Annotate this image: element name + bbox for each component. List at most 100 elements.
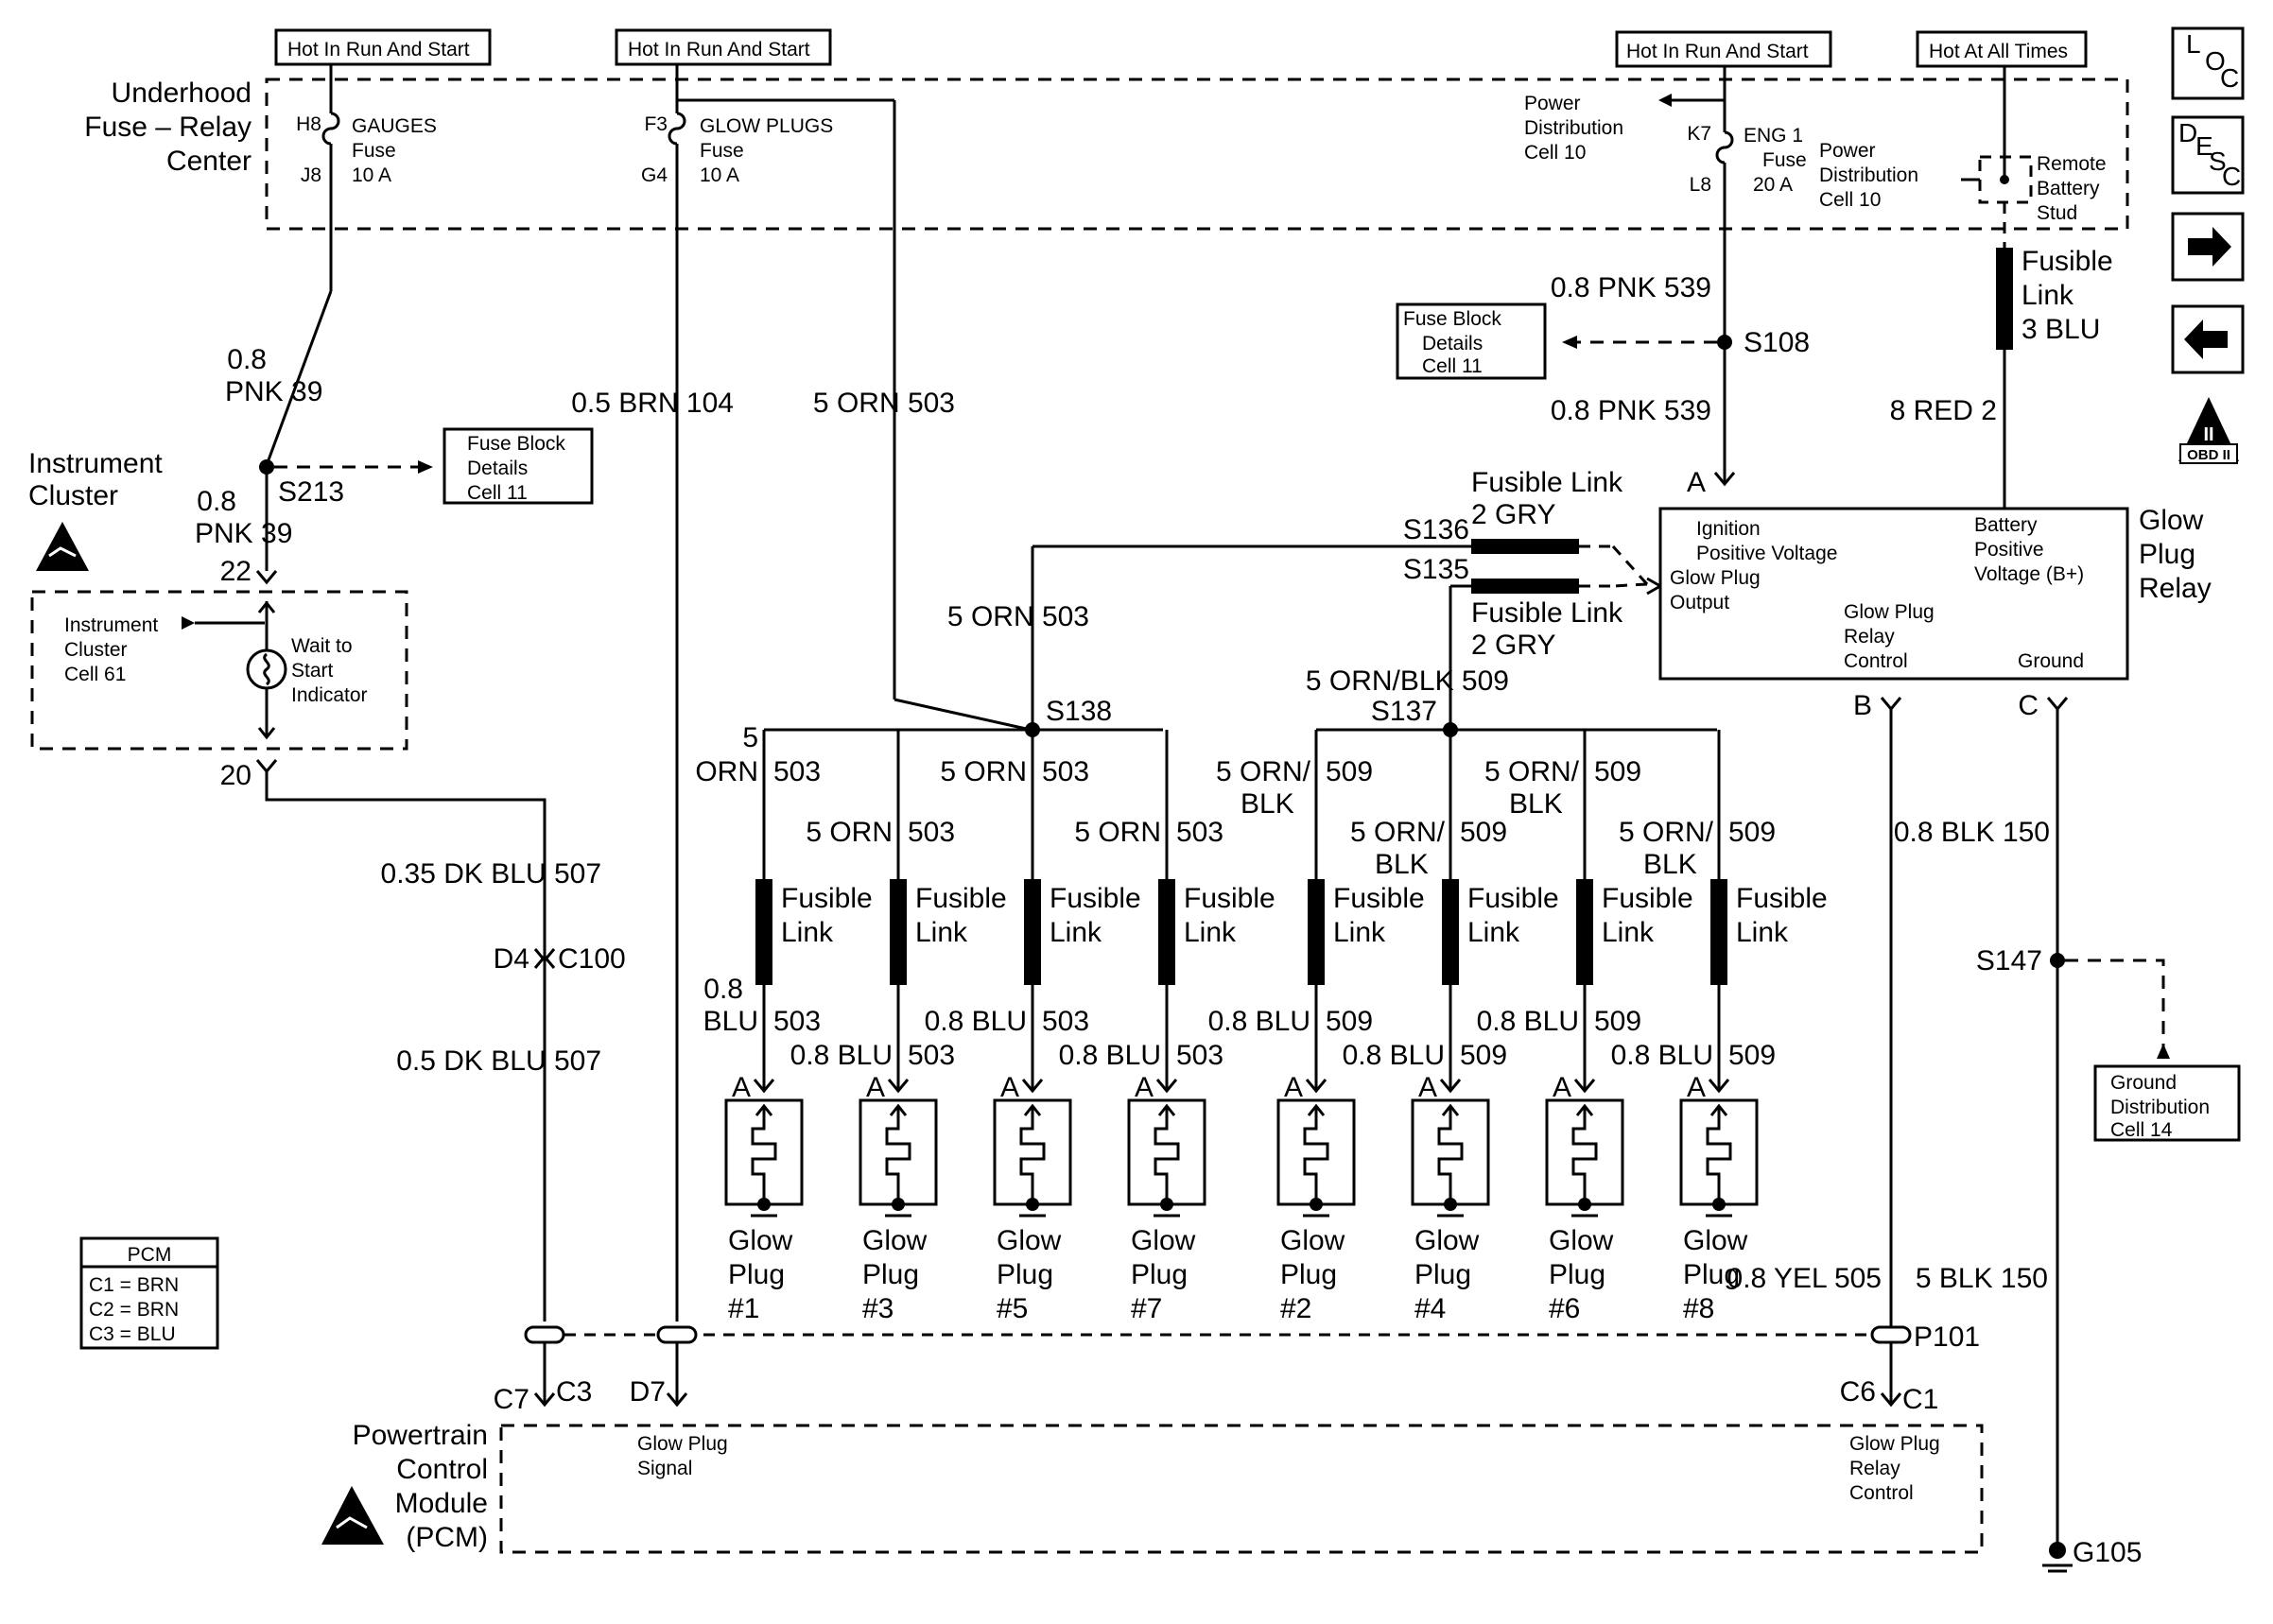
branch-fl-label1-1: Fusible — [781, 883, 873, 914]
glow-plug-label1-1: Glow — [728, 1225, 793, 1256]
glow-plug-label1-2: Glow — [862, 1225, 928, 1256]
fuse-glowplugs-g4: G4 — [641, 164, 668, 186]
branch-bot-color-7: 0.8 BLU — [1477, 1006, 1579, 1037]
pcm-pin-d7: D7 — [630, 1376, 666, 1408]
glow-plug-ground-8 — [1712, 1198, 1726, 1211]
pcm-ctl-1: Glow Plug — [1849, 1433, 1940, 1455]
glow-plug-label3-2: #3 — [862, 1293, 894, 1324]
underhood-label-1: Underhood — [112, 78, 252, 109]
svg-text:S: S — [2209, 147, 2227, 176]
branch-bot-color-8: 0.8 BLU — [1611, 1040, 1713, 1071]
branch-fl-label1-3: Fusible — [1050, 883, 1141, 914]
glow-plug-arrow-5 — [1307, 1103, 1326, 1116]
branch-pin-2 — [887, 1079, 910, 1094]
branch-top-color-4: 5 ORN — [1074, 817, 1161, 848]
glow-plug-element-1 — [751, 1108, 777, 1202]
branch-fl-label1-4: Fusible — [1184, 883, 1275, 914]
branch-bot-color-4: 0.8 BLU — [1059, 1040, 1161, 1071]
desc-icon[interactable]: D E S C — [2171, 115, 2245, 195]
fuse-eng1-symbol — [1715, 130, 1734, 164]
branch-fusible-link-4 — [1158, 879, 1175, 985]
pcm-pin-c6: C6 — [1840, 1376, 1876, 1408]
pcm-sig-1: Glow Plug — [637, 1433, 728, 1455]
relay-ctl-2: Relay — [1844, 626, 1895, 648]
branch-top-num-1: 503 — [773, 756, 821, 787]
connector-d4: D4 — [494, 943, 529, 975]
relay-title-2: Plug — [2139, 539, 2195, 570]
svg-text:C: C — [2222, 162, 2241, 191]
ground-distribution-cell14[interactable] — [2093, 1064, 2241, 1142]
previous-arrow-icon[interactable] — [2171, 304, 2245, 374]
pcm-pin-c7: C7 — [494, 1384, 529, 1415]
esd-warning-icon-pcm — [321, 1486, 384, 1545]
pcm-ctl-2: Relay — [1849, 1458, 1900, 1479]
branch-bot-color-2: 0.8 BLU — [790, 1040, 893, 1071]
wire-label-503-top: 5 ORN 503 — [813, 388, 955, 419]
loc-icon[interactable]: L O C — [2171, 26, 2245, 100]
relay-bat-3: Voltage (B+) — [1974, 563, 2084, 585]
relay-bat-2: Positive — [1974, 539, 2044, 561]
fbd11a-3: Cell 11 — [1422, 355, 1483, 377]
branch-pin-label-8: A — [1687, 1072, 1706, 1103]
glow-plug-element-7 — [1571, 1108, 1598, 1202]
relay-ign-1: Ignition — [1696, 518, 1761, 540]
fbd11a-1: Fuse Block — [1403, 308, 1501, 330]
pcm-pin-c3: C3 — [556, 1376, 592, 1408]
svg-text:L: L — [2186, 29, 2201, 59]
branch-bot-color2-1: BLU — [703, 1006, 758, 1037]
fuse-eng1-l8: L8 — [1690, 174, 1711, 196]
hot-box-gauges — [274, 28, 492, 66]
glow-plug-label1-8: Glow — [1683, 1225, 1748, 1256]
wire-label-509-mid: 5 ORN/BLK 509 — [1306, 665, 1509, 697]
wire-label-39a-2: PNK 39 — [225, 376, 322, 407]
fbd11b-2: Details — [467, 458, 528, 479]
branch-top-num-7: 509 — [1594, 756, 1641, 787]
branch-fl-label2-8: Link — [1736, 917, 1789, 948]
branch-top-color2-5: BLK — [1241, 788, 1294, 820]
branch-pin-4 — [1155, 1079, 1178, 1094]
branch-top-color2-8: BLK — [1643, 849, 1697, 880]
branch-top-color-8: 5 ORN/ — [1619, 817, 1714, 848]
connector-p101-symbols — [524, 1325, 1912, 1344]
branch-fl-label1-2: Fusible — [915, 883, 1007, 914]
branch-fusible-link-1 — [755, 879, 772, 985]
fuse-block-details-cell11-b[interactable] — [442, 427, 594, 505]
pcm-ctl-3: Control — [1849, 1482, 1914, 1504]
branch-top-color-3: 5 ORN — [940, 756, 1027, 787]
icc61-3: Cell 61 — [64, 664, 126, 685]
branch-top-num-8: 509 — [1728, 817, 1776, 848]
fbd11a-2: Details — [1422, 333, 1483, 354]
gdc14-2: Distribution — [2110, 1097, 2210, 1118]
glow-plug-arrow-7 — [1575, 1103, 1594, 1116]
branch-pin-label-4: A — [1135, 1072, 1154, 1103]
branch-fusible-link-5 — [1308, 879, 1325, 985]
relay-pin-c: C — [2018, 690, 2039, 721]
instrument-cluster-label-1: Instrument — [28, 448, 163, 479]
next-arrow-icon[interactable] — [2171, 212, 2245, 282]
glow-plug-element-4 — [1154, 1108, 1180, 1202]
glow-plug-arrow-8 — [1709, 1103, 1728, 1116]
splice-s147 — [2050, 953, 2065, 968]
hot-box-battery — [1916, 30, 2088, 68]
hot-label-gauges: Hot In Run And Start — [287, 39, 470, 60]
fusible-link-3blu-1: Fusible — [2021, 246, 2113, 277]
wts-3: Indicator — [291, 684, 368, 706]
fl2gry-b-2: 2 GRY — [1471, 630, 1556, 661]
relay-out-2: Output — [1670, 592, 1729, 613]
branch-bot-num-8: 509 — [1728, 1040, 1776, 1071]
branch-bot-num-4: 503 — [1176, 1040, 1223, 1071]
splice-s213-label: S213 — [278, 476, 344, 508]
pcm-title-1: Powertrain — [353, 1420, 488, 1451]
fuse-glowplugs-type: Fuse — [700, 140, 744, 162]
wire-label-39b-2: PNK 39 — [195, 518, 292, 549]
relay-ctl-1: Glow Plug — [1844, 601, 1935, 623]
pcm-legend-c1: C1 = BRN — [89, 1274, 179, 1296]
fuse-block-details-cell11-a[interactable] — [1396, 302, 1547, 380]
branch-fl-label1-8: Fusible — [1736, 883, 1828, 914]
glow-plug-arrow-1 — [755, 1103, 773, 1116]
glow-plug-label1-7: Glow — [1549, 1225, 1614, 1256]
branch-top-color-5: 5 ORN/ — [1216, 756, 1311, 787]
branch-fl-label1-7: Fusible — [1602, 883, 1693, 914]
glow-plug-label3-8: #8 — [1683, 1293, 1714, 1324]
pd-cell10-b-1: Power — [1819, 140, 1876, 162]
